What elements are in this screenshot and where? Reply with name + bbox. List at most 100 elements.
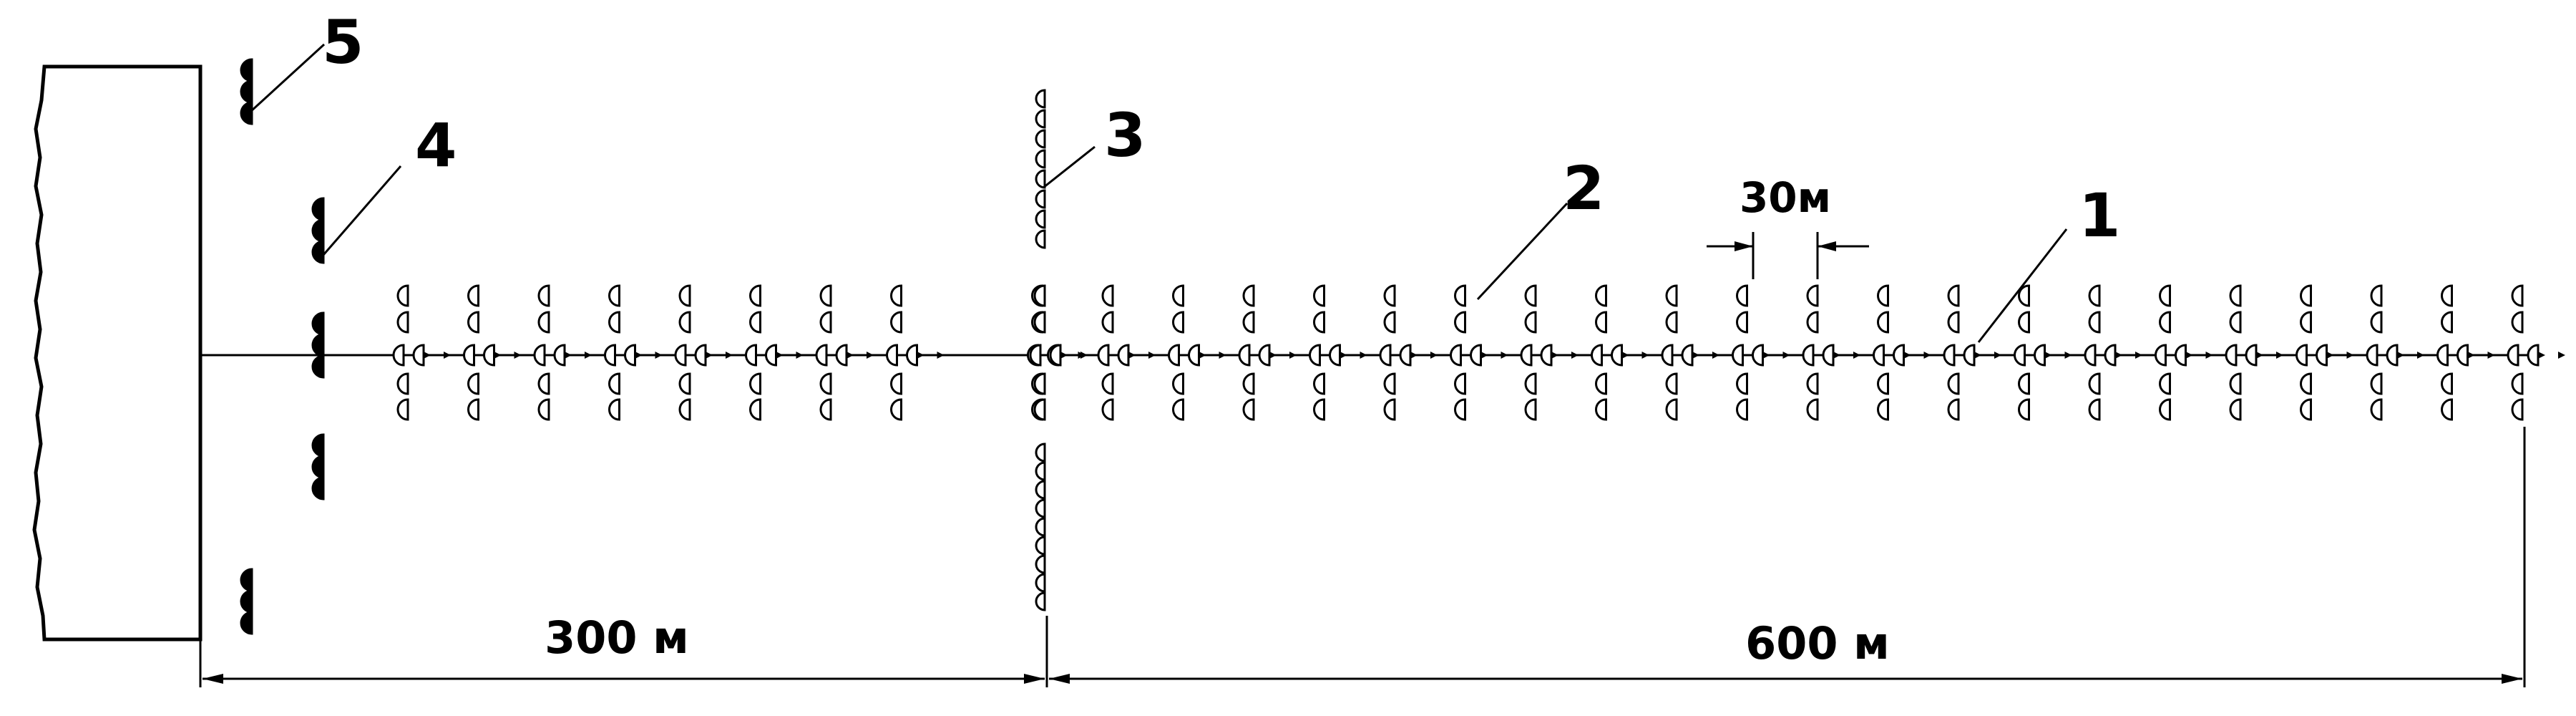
lamp: [1033, 284, 1046, 307]
lamp: [467, 311, 479, 334]
direction-arrow: [1903, 352, 1911, 359]
lamp: [1035, 554, 1046, 574]
lamp: [2300, 311, 2312, 334]
direction-arrow: [2135, 352, 2142, 359]
lamp: [1313, 311, 1325, 334]
direction-arrow: [1712, 352, 1719, 359]
centerline-lamp: [1540, 344, 1553, 367]
lamp: [1524, 372, 1537, 395]
centerline-lamp: [2084, 344, 2097, 367]
centerline-lamp: [1029, 344, 1042, 367]
dimension-right-label: 600 м: [1745, 617, 1890, 669]
solid-lamp: [311, 311, 325, 336]
lamp: [1101, 398, 1114, 421]
lamp: [1877, 284, 1889, 307]
lamp: [749, 398, 761, 421]
direction-arrow: [1501, 352, 1508, 359]
lamp: [1454, 284, 1466, 307]
centerline-lamp: [2175, 344, 2187, 367]
direction-arrow: [1080, 352, 1088, 359]
lamp: [2088, 372, 2101, 395]
direction-arrow: [796, 352, 804, 359]
centerline-lamp: [533, 344, 546, 367]
centerline-lamp: [624, 344, 636, 367]
lamp: [1595, 284, 1607, 307]
centerline-lamp: [412, 344, 425, 367]
solid-lamp: [311, 455, 325, 479]
lamp: [1665, 372, 1678, 395]
direction-arrow: [1430, 352, 1438, 359]
lamp: [1035, 461, 1046, 481]
dimension-600m: [1049, 427, 2526, 687]
direction-arrow: [1621, 352, 1629, 359]
centerline-lamp: [2386, 344, 2399, 367]
lamp: [1313, 372, 1325, 395]
direction-arrow: [2185, 352, 2193, 359]
solid-lamp: [311, 433, 325, 458]
lamp: [2300, 284, 2312, 307]
lamp: [2159, 311, 2171, 334]
centerline-lamp: [1661, 344, 1674, 367]
centerline-lamp: [1963, 344, 1976, 367]
direction-arrow: [2064, 352, 2072, 359]
lamp: [2511, 284, 2524, 307]
centerline-lamp: [1893, 344, 1905, 367]
centerline-lamp: [1117, 344, 1130, 367]
direction-arrow: [1571, 352, 1579, 359]
centerline-lamp: [765, 344, 777, 367]
centerline-lamp: [2034, 344, 2046, 367]
direction-arrow: [1269, 352, 1277, 359]
centerline-lamp: [2316, 344, 2328, 367]
light-groups: [240, 58, 2565, 635]
centerline-lamp: [2245, 344, 2258, 367]
direction-arrow: [2487, 352, 2495, 359]
solid-lamp: [311, 476, 325, 500]
centerline-lamp: [1188, 344, 1200, 367]
lamp: [1877, 311, 1889, 334]
centerline-lamp: [463, 344, 475, 367]
centerline-lamp: [1822, 344, 1835, 367]
centerline-lamp: [2507, 344, 2519, 367]
centerline-lamp: [2527, 344, 2540, 367]
direction-arrow: [2467, 352, 2475, 359]
lamp: [2229, 398, 2242, 421]
lamp: [467, 398, 479, 421]
direction-arrow: [1199, 352, 1206, 359]
leader-1: [1977, 228, 2068, 343]
dimension-spacing-label: 30м: [1740, 173, 1831, 222]
lamp: [1101, 372, 1114, 395]
direction-arrow: [2115, 352, 2122, 359]
lamp: [1242, 311, 1255, 334]
direction-arrow: [444, 352, 451, 359]
centerline-lamp: [1752, 344, 1764, 367]
direction-arrow: [1974, 352, 1981, 359]
direction-arrow: [585, 352, 592, 359]
lamp: [678, 284, 691, 307]
lamp: [608, 398, 620, 421]
solid-lamp: [240, 568, 253, 592]
lamp: [1806, 372, 1819, 395]
centerline-lamp: [886, 344, 898, 367]
lamp: [678, 398, 691, 421]
lamp: [1383, 284, 1396, 307]
lamp: [396, 311, 409, 334]
centerline-lamp: [483, 344, 495, 367]
lamp: [1877, 372, 1889, 395]
direction-arrow: [494, 352, 502, 359]
lamp: [2370, 398, 2383, 421]
lamp: [2511, 372, 2524, 395]
lamp: [2159, 372, 2171, 395]
direction-arrow: [2256, 352, 2263, 359]
lamp: [2159, 398, 2171, 421]
lamp: [890, 311, 902, 334]
lamp: [1172, 372, 1184, 395]
centerline-lamp: [835, 344, 848, 367]
lamp: [1524, 311, 1537, 334]
lamp: [1242, 284, 1255, 307]
lamp: [2511, 311, 2524, 334]
centerline-lamp: [2436, 344, 2449, 367]
lamp: [608, 372, 620, 395]
lamp: [1172, 311, 1184, 334]
direction-arrow: [1060, 352, 1068, 359]
